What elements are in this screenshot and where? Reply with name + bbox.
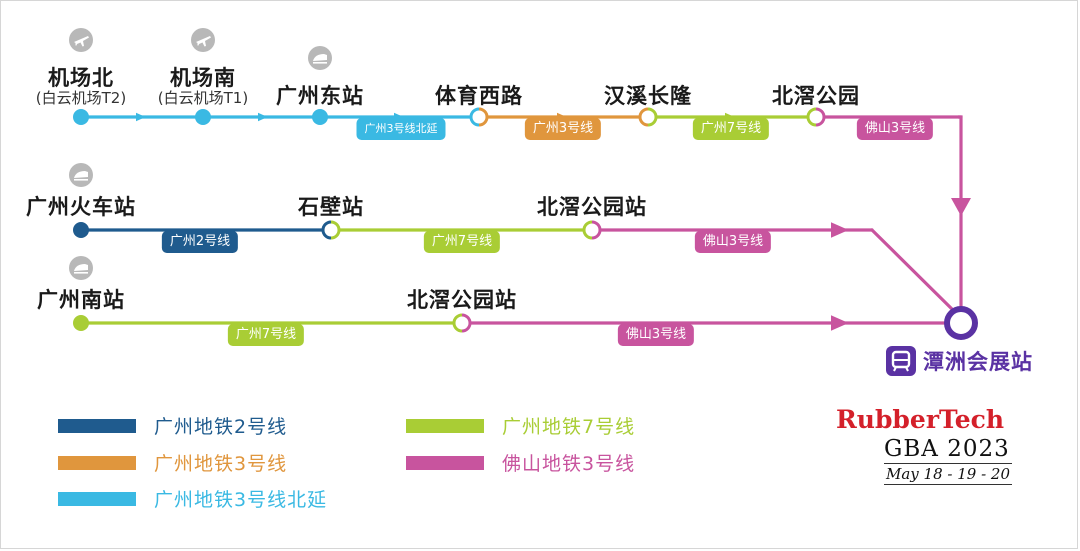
station-name: 汉溪长隆 <box>604 84 692 108</box>
transfer-ring-left <box>582 220 593 240</box>
legend-swatch <box>406 455 484 470</box>
line-tag: 广州3号线北延 <box>356 118 446 140</box>
legend-swatch <box>58 455 136 470</box>
legend-swatch <box>406 418 484 433</box>
direction-arrow <box>831 315 849 331</box>
station-dot <box>312 109 328 125</box>
direction-arrow <box>258 112 268 122</box>
transfer-ring-left <box>806 107 817 127</box>
transfer-ring-bg <box>584 222 600 238</box>
direction-arrow <box>951 198 971 216</box>
transfer-ring-left <box>452 313 463 333</box>
legend-item: 佛山地铁3号线 <box>406 449 635 476</box>
direction-arrow <box>831 222 849 238</box>
line-segment <box>958 115 963 312</box>
transfer-ring-right <box>478 107 489 127</box>
transfer-ring-bg <box>454 315 470 331</box>
venue-station-dot <box>944 306 978 340</box>
line-tag: 佛山3号线 <box>617 324 695 346</box>
station-name: 石壁站 <box>298 195 364 219</box>
station-subtitle: (白云机场T2) <box>35 89 127 107</box>
transfer-ring-right <box>461 313 472 333</box>
legend-label: 广州地铁7号线 <box>502 416 636 438</box>
transfer-ring-left <box>321 220 332 240</box>
airplane-icon <box>191 28 215 52</box>
line-segment <box>870 228 960 317</box>
station-name: 体育西路 <box>435 84 523 108</box>
station-name: 北滘公园站 <box>407 288 517 312</box>
rubbertech-logo: RubberTech GBA 2023 May 18 - 19 - 20 <box>836 405 1016 485</box>
line-tag: 广州7号线 <box>423 231 501 253</box>
station-name: 广州火车站 <box>26 195 136 219</box>
transfer-ring-bg <box>640 109 656 125</box>
legend-item: 广州地铁3号线北延 <box>58 485 327 512</box>
legend-label: 佛山地铁3号线 <box>502 453 636 475</box>
logo-title: RubberTech <box>836 405 1005 434</box>
station-dot <box>195 109 211 125</box>
line-tag: 广州7号线 <box>227 324 305 346</box>
station-name: 广州南站 <box>37 288 125 312</box>
legend-swatch <box>58 418 136 433</box>
venue-label-group: 潭洲会展站 <box>886 346 1033 376</box>
station-name: 机场北 <box>48 66 114 90</box>
legend-item: 广州地铁3号线 <box>58 449 287 476</box>
train-icon <box>308 46 332 70</box>
metro-icon <box>886 346 916 376</box>
legend-item: 广州地铁2号线 <box>58 412 287 439</box>
station-name: 广州东站 <box>276 84 364 108</box>
transfer-ring-right <box>647 107 658 127</box>
station-dot <box>73 315 89 331</box>
venue-station-name: 潭洲会展站 <box>923 350 1033 374</box>
transfer-ring-left <box>638 107 649 127</box>
transfer-ring-bg <box>471 109 487 125</box>
transfer-ring-right <box>591 220 602 240</box>
transfer-ring-right <box>815 107 826 127</box>
transfer-ring-left <box>469 107 480 127</box>
legend-label: 广州地铁2号线 <box>154 416 288 438</box>
station-dot <box>73 222 89 238</box>
line-tag: 佛山3号线 <box>856 118 934 140</box>
logo-subtitle: GBA 2023 <box>884 436 1010 462</box>
transfer-ring-bg <box>323 222 339 238</box>
station-subtitle: (白云机场T1) <box>157 89 249 107</box>
station-dot <box>73 109 89 125</box>
line-tag: 广州2号线 <box>161 231 239 253</box>
legend-swatch <box>58 491 136 506</box>
line-tag: 广州3号线 <box>524 118 602 140</box>
direction-arrow <box>136 112 146 122</box>
line-tag: 广州7号线 <box>692 118 770 140</box>
station-name: 北滘公园 <box>772 84 860 108</box>
legend-label: 广州地铁3号线 <box>154 453 288 475</box>
station-name: 北滘公园站 <box>537 195 647 219</box>
line-tag: 佛山3号线 <box>694 231 772 253</box>
transfer-ring-bg <box>808 109 824 125</box>
logo-date: May 18 - 19 - 20 <box>884 463 1013 485</box>
legend-label: 广州地铁3号线北延 <box>154 489 328 511</box>
train-icon <box>69 163 93 187</box>
legend-item: 广州地铁7号线 <box>406 412 635 439</box>
airplane-icon <box>69 28 93 52</box>
transfer-ring-right <box>330 220 341 240</box>
station-name: 机场南 <box>170 66 236 90</box>
train-icon <box>69 256 93 280</box>
